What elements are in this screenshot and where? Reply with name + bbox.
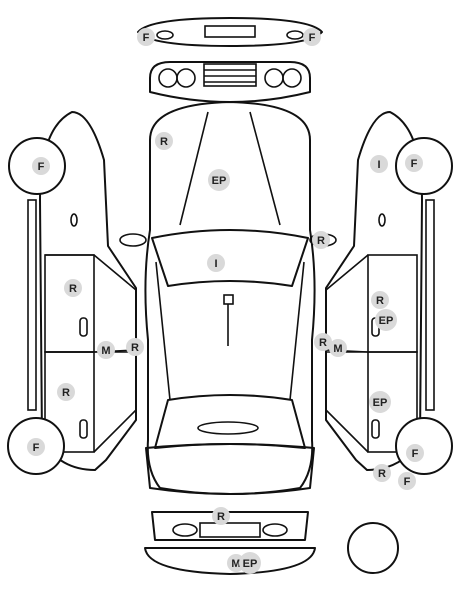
marker-windshield[interactable]: I <box>207 254 225 272</box>
marker-left-rear-door[interactable]: R <box>57 383 75 401</box>
svg-text:R: R <box>160 136 168 148</box>
car-body-top[interactable] <box>119 101 337 495</box>
svg-text:F: F <box>309 32 316 44</box>
svg-text:F: F <box>411 158 418 170</box>
marker-right-rear-r[interactable]: R <box>373 464 391 482</box>
rear-fascia[interactable] <box>151 511 309 541</box>
right-front-wheel[interactable] <box>395 137 453 195</box>
marker-hood-center[interactable]: EP <box>208 169 230 191</box>
rear-bumper[interactable] <box>144 547 316 575</box>
marker-right-rear-wheel[interactable]: F <box>406 444 424 462</box>
svg-text:I: I <box>214 258 217 270</box>
svg-text:R: R <box>376 295 384 307</box>
marker-right-front-wheel[interactable]: F <box>405 154 423 172</box>
marker-right-pillar-m[interactable]: M <box>329 339 347 357</box>
svg-text:F: F <box>38 161 45 173</box>
svg-text:M: M <box>333 343 342 355</box>
svg-text:EP: EP <box>243 558 258 570</box>
svg-text:M: M <box>231 558 240 570</box>
svg-text:F: F <box>412 448 419 460</box>
marker-right-front-door[interactable]: R <box>371 291 389 309</box>
marker-left-front-wheel[interactable]: F <box>32 157 50 175</box>
svg-text:R: R <box>217 511 225 523</box>
svg-text:I: I <box>377 159 380 171</box>
svg-text:R: R <box>317 235 325 247</box>
marker-hood-top[interactable]: R <box>155 132 173 150</box>
front-grille[interactable] <box>149 61 311 103</box>
spare-wheel[interactable] <box>347 522 399 574</box>
svg-text:EP: EP <box>379 315 394 327</box>
marker-rear-panel[interactable]: R <box>212 507 230 525</box>
marker-right-rear-door-ep[interactable]: EP <box>369 391 391 413</box>
svg-text:F: F <box>404 476 411 488</box>
left-side-view[interactable] <box>27 111 137 471</box>
marker-left-rear-wheel[interactable]: F <box>27 438 45 456</box>
svg-text:EP: EP <box>212 175 227 187</box>
marker-front-bumper-right[interactable]: F <box>303 28 321 46</box>
svg-text:EP: EP <box>373 397 388 409</box>
marker-right-pillar-r[interactable]: R <box>314 333 332 351</box>
marker-left-pillar-r[interactable]: R <box>126 338 144 356</box>
marker-left-front-door[interactable]: R <box>64 279 82 297</box>
marker-right-mirror[interactable]: R <box>312 231 330 249</box>
marker-right-rear-f[interactable]: F <box>398 472 416 490</box>
marker-front-bumper-left[interactable]: F <box>137 28 155 46</box>
marker-left-pillar-m[interactable]: M <box>97 341 115 359</box>
svg-text:R: R <box>378 468 386 480</box>
svg-text:F: F <box>143 32 150 44</box>
marker-rear-bumper-ep[interactable]: EP <box>239 552 261 574</box>
marker-right-front-door-ep[interactable]: EP <box>375 309 397 331</box>
front-bumper[interactable] <box>137 17 323 47</box>
svg-text:M: M <box>101 345 110 357</box>
svg-text:R: R <box>131 342 139 354</box>
svg-text:R: R <box>62 387 70 399</box>
right-rear-wheel[interactable] <box>395 417 453 475</box>
svg-text:F: F <box>33 442 40 454</box>
svg-text:R: R <box>69 283 77 295</box>
svg-text:R: R <box>319 337 327 349</box>
marker-right-front-glass[interactable]: I <box>370 155 388 173</box>
